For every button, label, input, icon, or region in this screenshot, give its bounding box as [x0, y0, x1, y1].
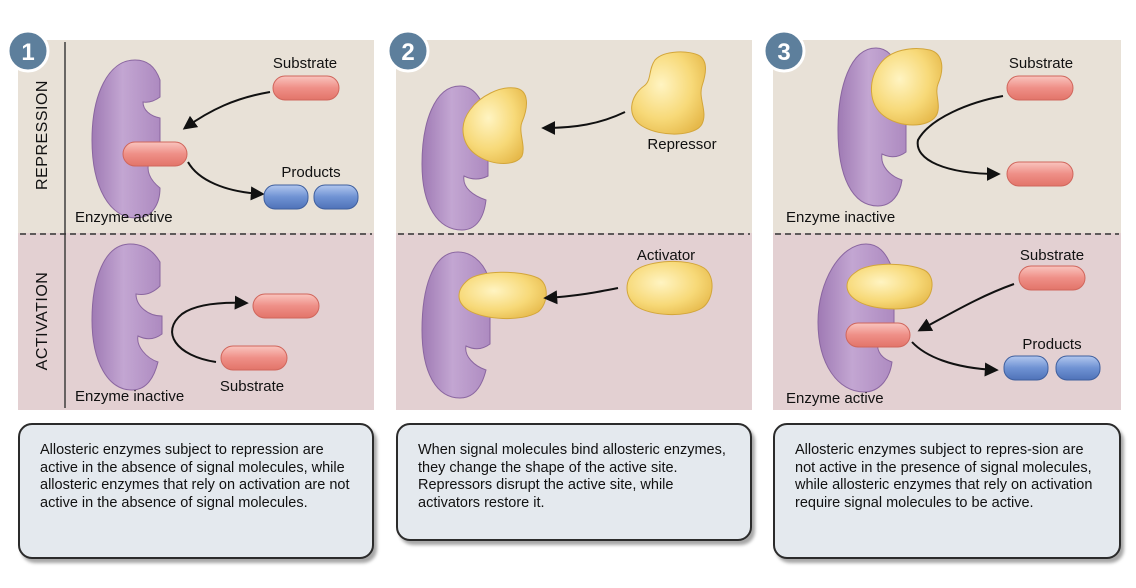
enzyme-icon — [91, 59, 161, 219]
svg-text:2: 2 — [401, 39, 414, 66]
substrate-icon — [1006, 75, 1074, 101]
repressor-bound-icon — [462, 87, 527, 164]
panel-1-background — [18, 40, 374, 410]
repressor-icon — [631, 51, 706, 135]
arrow-products-out — [187, 161, 265, 201]
bound-substrate-icon — [845, 322, 911, 348]
arrow-repressor-binds — [541, 111, 626, 135]
activator-bound-icon — [458, 271, 547, 320]
svg-text:1: 1 — [21, 39, 34, 66]
label-substrate: Substrate — [273, 55, 337, 72]
row-label-repression: REPRESSION — [34, 80, 51, 190]
substrate-icon — [1006, 161, 1074, 187]
activator-bound-icon — [846, 263, 933, 310]
substrate-icon — [272, 75, 340, 101]
arrow-substrate-deflected — [916, 95, 1004, 181]
step-badge-2: 2 — [386, 29, 430, 73]
label-enzyme-inactive: Enzyme inactive — [75, 388, 184, 405]
product-icon — [263, 184, 309, 210]
label-enzyme-active: Enzyme active — [75, 209, 173, 226]
caption-panel-3: Allosteric enzymes subject to repres-sio… — [773, 423, 1121, 559]
label-substrate: Substrate — [1020, 247, 1084, 264]
product-icon — [1003, 355, 1049, 381]
arrow-activator-binds — [543, 287, 619, 305]
caption-panel-1: Allosteric enzymes subject to repression… — [18, 423, 374, 559]
repressor-bound-icon — [871, 48, 943, 126]
bound-substrate-icon — [122, 141, 188, 167]
arrow-substrate-in — [182, 91, 271, 130]
step-badge-1: 1 — [6, 29, 50, 73]
panel-3-background — [773, 40, 1121, 410]
substrate-icon — [1018, 265, 1086, 291]
enzyme-icon — [91, 243, 163, 391]
label-repressor: Repressor — [647, 136, 716, 153]
substrate-icon — [220, 345, 288, 371]
label-enzyme-active: Enzyme active — [786, 390, 884, 407]
enzyme-icon — [421, 251, 491, 399]
product-icon — [313, 184, 359, 210]
label-enzyme-inactive: Enzyme inactive — [786, 209, 895, 226]
step-badge-3: 3 — [762, 29, 806, 73]
label-activator: Activator — [637, 247, 695, 264]
label-products: Products — [281, 164, 340, 181]
arrow-products-out — [911, 341, 999, 377]
arrow-substrate-in — [917, 283, 1015, 332]
activator-icon — [626, 260, 713, 316]
svg-text:3: 3 — [777, 39, 790, 66]
substrate-icon — [252, 293, 320, 319]
label-products: Products — [1022, 336, 1081, 353]
label-substrate: Substrate — [1009, 55, 1073, 72]
row-label-activation: ACTIVATION — [34, 272, 51, 371]
label-substrate: Substrate — [220, 378, 284, 395]
arrow-substrate-released — [171, 295, 249, 363]
caption-panel-2: When signal molecules bind allosteric en… — [396, 423, 752, 541]
product-icon — [1055, 355, 1101, 381]
